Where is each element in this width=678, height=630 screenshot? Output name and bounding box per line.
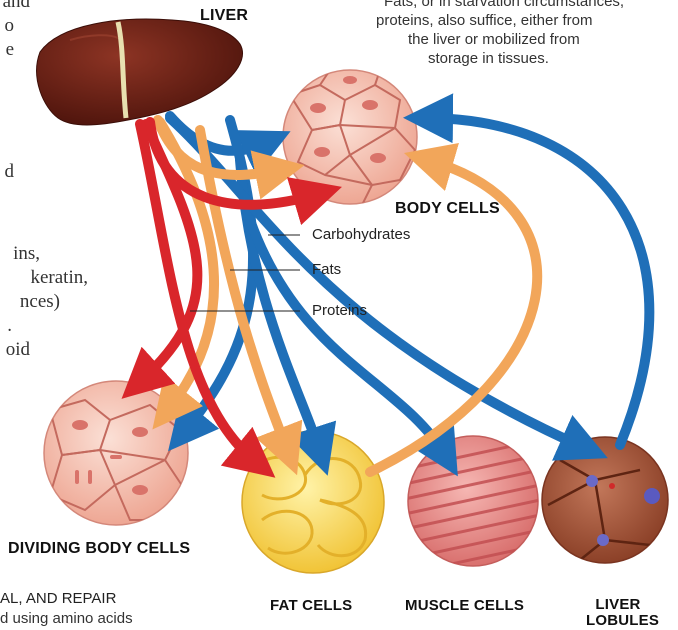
liver-label: LIVER (200, 7, 248, 25)
bottom-text-fragment: d using amino acids (0, 609, 133, 628)
dividing-body-cells-label: DIVIDING BODY CELLS (8, 540, 190, 558)
fat-cells-illustration (242, 431, 384, 573)
legend-carbohydrates: Carbohydrates (312, 226, 410, 243)
left-text-fragment: o (0, 14, 14, 38)
muscle-cells-illustration (400, 436, 540, 575)
left-text-fragment: . (0, 314, 12, 338)
left-text-fragment: and (0, 0, 30, 14)
note-text: Fats, or in starvation circumstances, pr… (376, 0, 676, 68)
note-line: the liver or mobilized from (376, 30, 676, 49)
left-text-fragment: oid (0, 338, 30, 362)
liver-lobules-line1: LIVER (586, 597, 650, 613)
fat-cells-label: FAT CELLS (270, 597, 352, 614)
left-text-fragment: keratin, (0, 266, 88, 290)
note-line: Fats, or in starvation circumstances, (376, 0, 676, 11)
muscle-cells-label: MUSCLE CELLS (405, 597, 524, 614)
liver-lobules-line2: LOBULES (586, 613, 650, 629)
legend-fats: Fats (312, 261, 341, 278)
left-text-fragment: e (0, 38, 14, 62)
bottom-heading-fragment: AL, AND REPAIR (0, 589, 116, 608)
body-cells-label: BODY CELLS (395, 200, 500, 218)
liver-lobules-illustration (542, 437, 668, 563)
left-text-fragment: nces) (0, 290, 60, 314)
legend-proteins: Proteins (312, 302, 367, 319)
note-line: proteins, also suffice, either from (376, 11, 676, 30)
left-text-fragment: d (0, 160, 14, 184)
note-line: storage in tissues. (376, 49, 676, 68)
left-text-fragment: ins, (0, 242, 40, 266)
liver-lobules-label: LIVER LOBULES (586, 597, 650, 629)
dividing-body-cells-illustration (44, 381, 188, 525)
body-cells-illustration (283, 70, 417, 205)
liver-illustration (37, 19, 243, 125)
